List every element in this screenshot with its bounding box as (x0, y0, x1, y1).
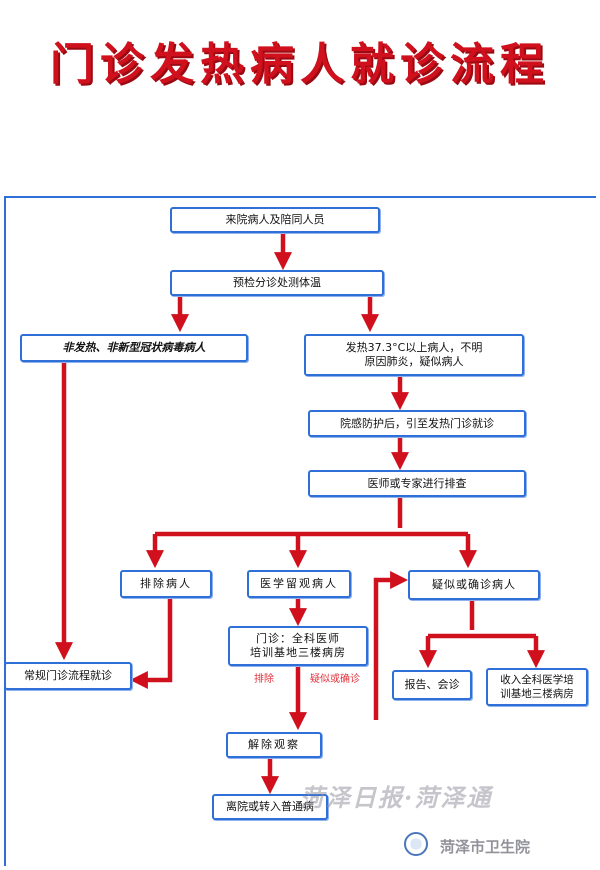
node-discharge: 离院或转入普通病 (212, 794, 328, 820)
node-outpatient-ward: 门诊：全科医师 培训基地三楼病房 (228, 626, 368, 666)
node-doctor-check: 医师或专家进行排查 (308, 470, 526, 497)
node-arrival: 来院病人及陪同人员 (170, 207, 380, 233)
hospital-seal-icon (404, 832, 428, 856)
node-excluded: 排除病人 (120, 570, 212, 598)
arrow-excluded-regular (129, 598, 173, 689)
note-suspected-case: 疑似或确诊 (310, 674, 360, 685)
node-report: 报告、会诊 (392, 670, 472, 700)
node-release: 解除观察 (226, 732, 322, 758)
node-non-fever: 非发热、非新型冠状病毒病人 (20, 334, 248, 362)
node-triage: 预检分诊处测体温 (170, 270, 384, 296)
node-admit: 收入全科医学培 训基地三楼病房 (486, 668, 588, 706)
node-observation: 医学留观病人 (247, 570, 351, 598)
page-title: 门诊发热病人就诊流程 (50, 39, 550, 90)
node-regular-clinic: 常规门诊流程就诊 (4, 662, 132, 690)
note-exclude: 排除 (254, 674, 274, 685)
watermark-institution: 菏泽市卫生院 (440, 838, 531, 856)
arrow-ward-suspected (373, 571, 409, 720)
node-fever: 发热37.3°C以上病人，不明 原因肺炎，疑似病人 (304, 334, 524, 376)
diagram-frame (4, 196, 596, 866)
node-suspected: 疑似或确诊病人 (408, 570, 540, 600)
node-protection: 院感防护后，引至发热门诊就诊 (308, 410, 526, 437)
watermark-newspaper: 菏泽日报·菏泽通 (300, 783, 493, 812)
